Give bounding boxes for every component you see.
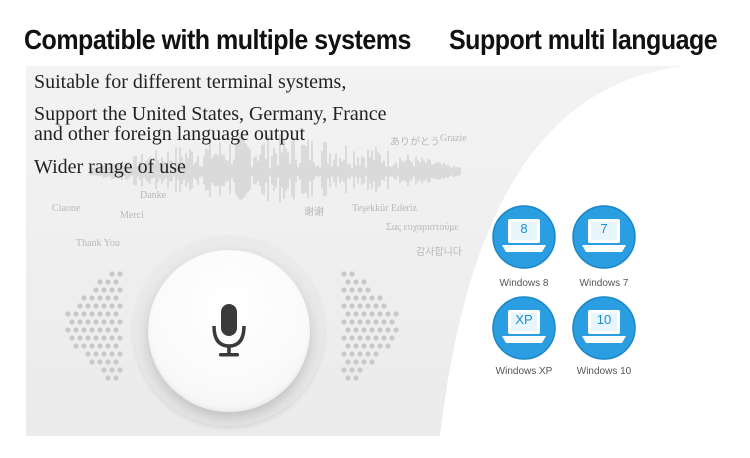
ghost-word: Danke bbox=[140, 190, 167, 201]
laptop-icon bbox=[492, 205, 556, 269]
os-label: Windows XP bbox=[495, 366, 553, 377]
feature-terminal-systems: Suitable for different terminal systems, bbox=[34, 71, 347, 93]
sound-waveform bbox=[89, 134, 461, 203]
ghost-word: Grazie bbox=[440, 133, 467, 144]
os-badge-windows-8: 8 bbox=[492, 205, 556, 269]
ghost-word: Merci bbox=[120, 210, 144, 221]
os-label: Windows 8 bbox=[499, 278, 549, 289]
laptop-icon bbox=[572, 205, 636, 269]
os-badge-windows-10: 10 bbox=[572, 296, 636, 360]
feature-wider-use: Wider range of use bbox=[34, 156, 186, 178]
os-version-number: 7 bbox=[600, 221, 608, 236]
ghost-word: Thank You bbox=[76, 238, 120, 249]
ghost-word: Ciaone bbox=[52, 203, 81, 214]
feature-languages-cont: and other foreign language output bbox=[34, 123, 306, 145]
ghost-word: Teşekkür Ederiz bbox=[352, 203, 418, 214]
headline-multi-language: Support multi language bbox=[449, 24, 718, 56]
speaker-grille-right bbox=[341, 271, 399, 381]
os-version-number: 10 bbox=[596, 312, 612, 327]
os-version-number: XP bbox=[515, 312, 533, 327]
ghost-word: Σας ευχαριστούμε bbox=[386, 222, 459, 233]
ghost-word: 감사합니다 bbox=[416, 247, 462, 258]
feature-languages: Support the United States, Germany, Fran… bbox=[34, 103, 387, 125]
ghost-word: 谢谢 bbox=[304, 207, 324, 218]
speaker-grille-left bbox=[65, 271, 123, 381]
os-badge-windows-7: 7 bbox=[572, 205, 636, 269]
os-label: Windows 10 bbox=[576, 366, 632, 377]
laptop-icon bbox=[492, 296, 556, 360]
os-label: Windows 7 bbox=[579, 278, 629, 289]
ghost-word: ありがとう bbox=[390, 137, 440, 148]
os-badge-windows-xp: XP bbox=[492, 296, 556, 360]
microphone-icon bbox=[212, 304, 246, 357]
os-version-number: 8 bbox=[520, 221, 528, 236]
mic-button[interactable] bbox=[148, 250, 310, 412]
headline-compatible: Compatible with multiple systems bbox=[24, 24, 411, 56]
laptop-icon bbox=[572, 296, 636, 360]
